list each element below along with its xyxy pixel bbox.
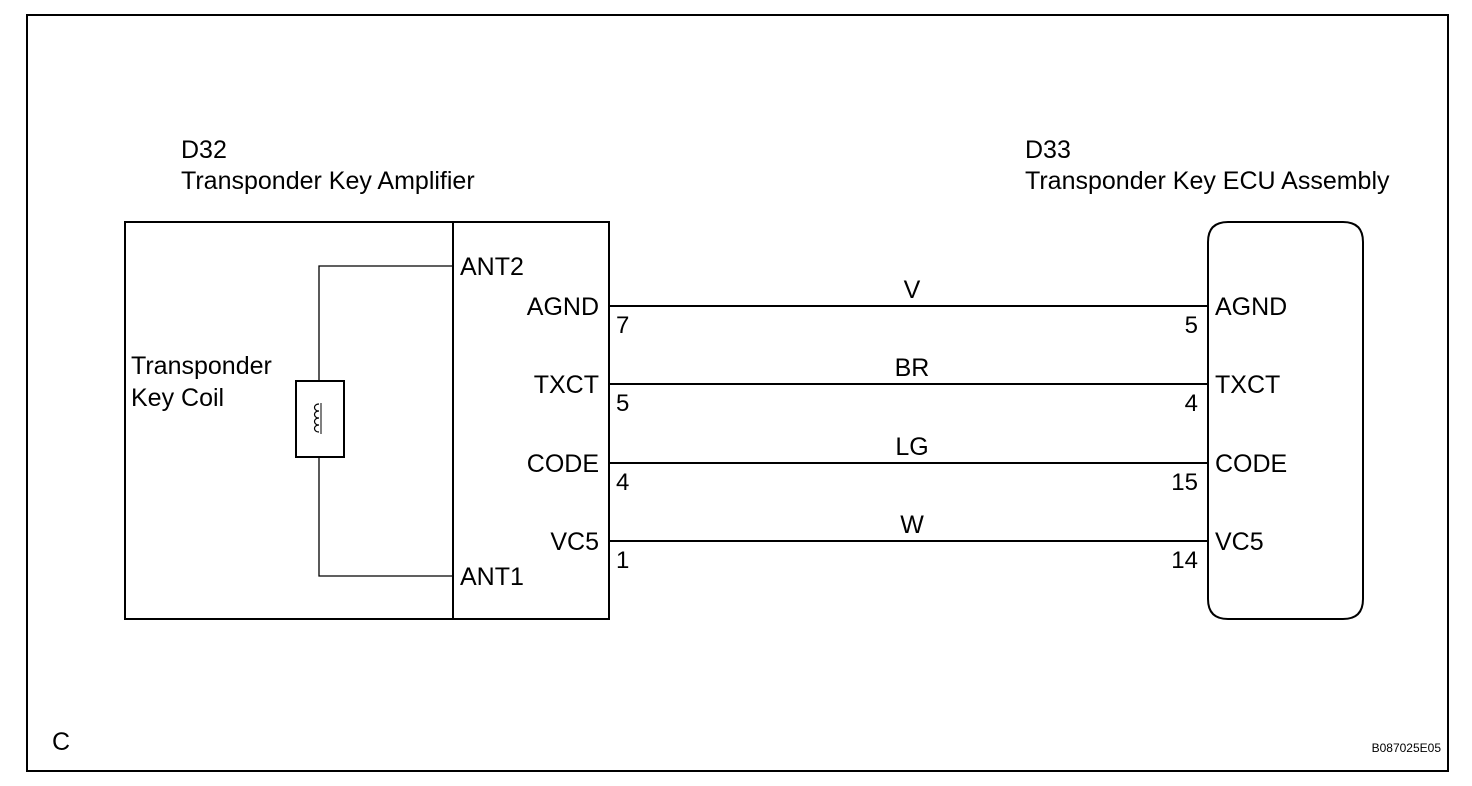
ecu-pin-number: 5 (1185, 312, 1198, 339)
wire-color-label: LG (895, 433, 928, 461)
ecu-connector-id: D33 (1025, 136, 1071, 164)
amplifier-name: Transponder Key Amplifier (181, 167, 475, 195)
ecu-name: Transponder Key ECU Assembly (1025, 167, 1390, 195)
amplifier-terminal-label: VC5 (550, 528, 599, 556)
coil-label-line2: Key Coil (131, 384, 224, 412)
amplifier-box (124, 221, 610, 620)
wire-color-label: V (904, 276, 921, 304)
diagram-frame (26, 14, 1449, 772)
ecu-pin-number: 15 (1171, 469, 1198, 496)
ecu-terminal-label: VC5 (1215, 528, 1264, 556)
amplifier-terminal-label: AGND (527, 293, 599, 321)
ecu-terminal-label: AGND (1215, 293, 1287, 321)
coil-label-line1: Transponder (131, 352, 272, 380)
wire-group: V AGND 7 5 AGND BR TXCT 5 4 TXCT LG CODE 4 15 CODE W VC5… (527, 276, 1287, 574)
amplifier-pin-number: 5 (616, 390, 629, 417)
corner-letter: C (52, 728, 70, 756)
coil-symbol (295, 380, 345, 458)
amplifier-pin-number: 4 (616, 469, 629, 496)
ecu-terminal-label: TXCT (1215, 371, 1280, 399)
amplifier-terminal-label: CODE (527, 450, 599, 478)
coil-winding-icon (313, 403, 320, 433)
ant1-label: ANT1 (460, 563, 524, 591)
wire-color-label: BR (895, 354, 930, 382)
amplifier-pin-number: 7 (616, 312, 629, 339)
ecu-pin-number: 4 (1185, 390, 1198, 417)
coil-lead-bottom (318, 457, 453, 577)
amplifier-terminal-label: TXCT (534, 371, 599, 399)
ecu-pin-number: 14 (1171, 547, 1198, 574)
coil-lead-top (318, 265, 453, 381)
ecu-box (1207, 221, 1364, 620)
figure-code: B087025E05 (1372, 741, 1442, 755)
ant2-label: ANT2 (460, 253, 524, 281)
ecu-terminal-label: CODE (1215, 450, 1287, 478)
wire-color-label: W (900, 511, 924, 539)
amplifier-connector-id: D32 (181, 136, 227, 164)
amplifier-pin-number: 1 (616, 547, 629, 574)
